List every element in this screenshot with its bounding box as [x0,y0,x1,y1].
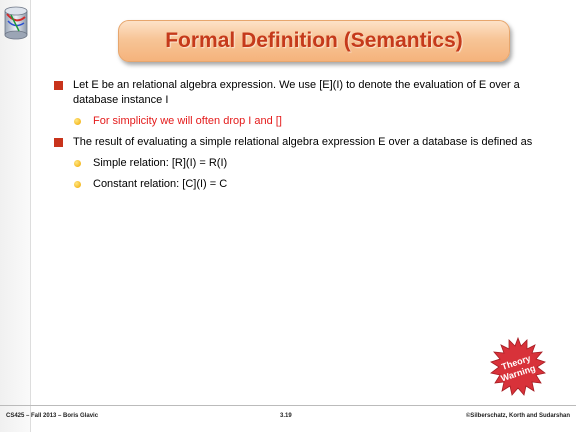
footer-divider [0,405,576,406]
square-bullet-icon [54,81,63,90]
bullet-text: Simple relation: [R](I) = R(I) [93,157,228,169]
footer-left: CS425 – Fall 2013 – Boris Glavic [6,413,99,419]
round-bullet-icon [74,181,81,188]
bullet-list: Let E be an relational algebra expressio… [50,78,550,198]
bullet-text: Let E be an relational algebra expressio… [73,79,520,106]
bullet-level1: Let E be an relational algebra expressio… [50,78,550,108]
theory-warning-stamp-icon: Theory Warning [490,337,546,396]
footer-page-number: 3.19 [280,413,292,419]
bullet-text: Constant relation: [C](I) = C [93,178,228,190]
bullet-level2: Simple relation: [R](I) = R(I) [50,156,550,171]
database-logo-icon [4,6,28,40]
starburst-shape [490,337,546,396]
bullet-level2: For simplicity we will often drop I and … [50,114,550,129]
square-bullet-icon [54,138,63,147]
footer-right: ©Silberschatz, Korth and Sudarshan [465,413,570,419]
bullet-level2: Constant relation: [C](I) = C [50,177,550,192]
slide-title: Formal Definition (Semantics) [118,20,510,62]
left-sidebar-bar [0,0,31,432]
round-bullet-icon [74,160,81,167]
round-bullet-icon [74,118,81,125]
bullet-text: The result of evaluating a simple relati… [73,136,533,148]
bullet-level1: The result of evaluating a simple relati… [50,135,550,150]
bullet-text: For simplicity we will often drop I and … [93,115,282,127]
